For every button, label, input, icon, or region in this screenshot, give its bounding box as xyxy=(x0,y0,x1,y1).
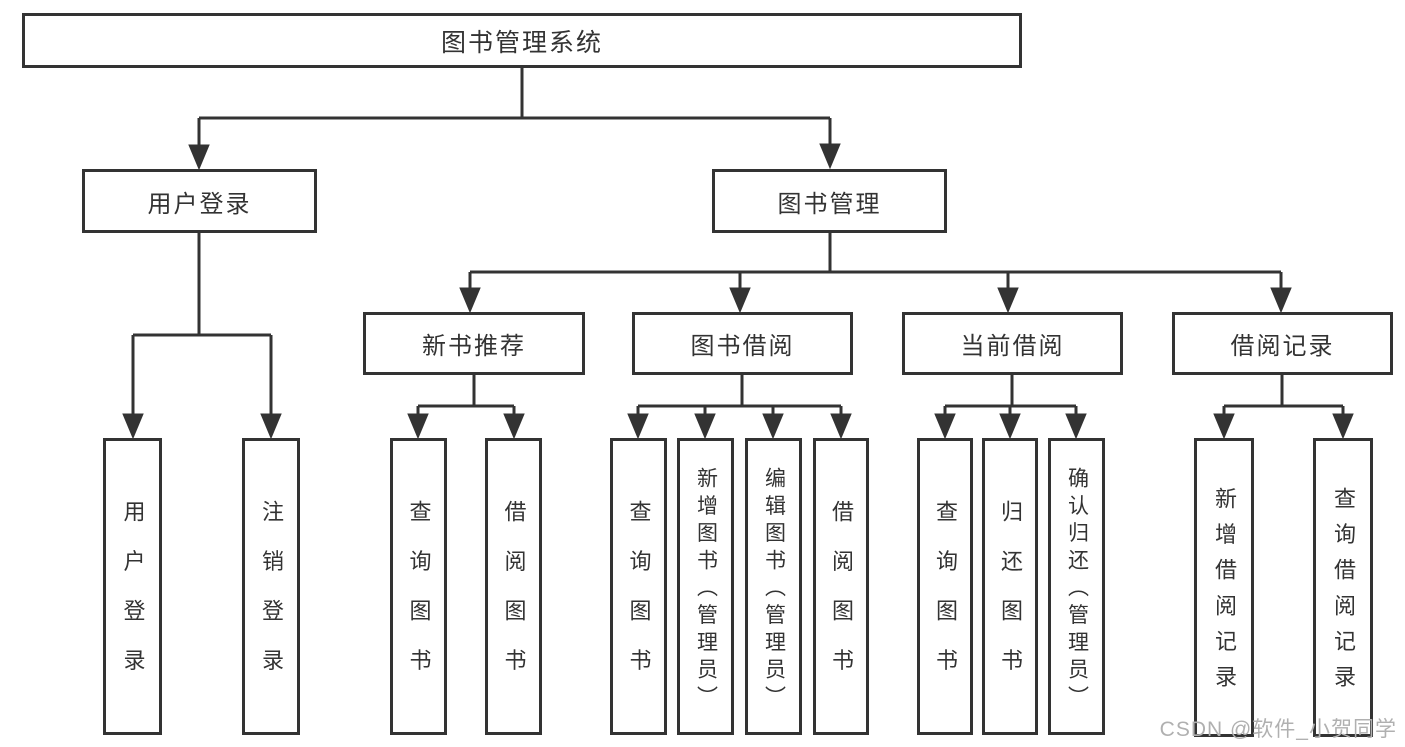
arrow-down-icon xyxy=(1270,287,1292,314)
leaf-query-books-current: 查询图书 xyxy=(917,438,973,735)
arrow-down-icon xyxy=(999,413,1021,440)
connector-path xyxy=(416,375,516,414)
leaf-add-borrow-record-label: 新增借阅记录 xyxy=(1212,486,1237,701)
leaf-add-books-admin-label: 新增图书（管理员） xyxy=(694,466,718,713)
arrow-down-icon xyxy=(627,413,649,440)
node-user-login-label: 用户登录 xyxy=(147,190,252,218)
leaf-add-borrow-record: 新增借阅记录 xyxy=(1194,438,1254,737)
connector-path xyxy=(1222,375,1345,414)
node-user-login: 用户登录 xyxy=(82,169,317,233)
arrow-down-icon xyxy=(122,413,144,440)
arrow-down-icon xyxy=(459,287,481,314)
leaf-edit-books-admin: 编辑图书（管理员） xyxy=(745,438,802,735)
arrow-down-icon xyxy=(694,413,716,440)
node-root-label: 图书管理系统 xyxy=(440,28,603,57)
connector-path xyxy=(943,375,1078,414)
leaf-user-login: 用户登录 xyxy=(103,438,162,735)
connector-path xyxy=(636,375,843,414)
leaf-logout: 注销登录 xyxy=(242,438,300,735)
leaf-add-books-admin: 新增图书（管理员） xyxy=(677,438,734,735)
leaf-borrow-books-newbook: 借阅图书 xyxy=(485,438,542,735)
leaf-logout-label: 注销登录 xyxy=(259,499,284,698)
leaf-borrow-books: 借阅图书 xyxy=(813,438,869,735)
arrow-down-icon xyxy=(934,413,956,440)
arrow-down-icon xyxy=(188,144,210,171)
arrow-down-icon xyxy=(762,413,784,440)
watermark: CSDN @软件_小贺同学 xyxy=(1159,718,1397,741)
leaf-return-books: 归还图书 xyxy=(982,438,1038,735)
node-root: 图书管理系统 xyxy=(22,13,1022,68)
leaf-user-login-label: 用户登录 xyxy=(120,499,146,698)
leaf-return-books-label: 归还图书 xyxy=(998,499,1023,698)
leaf-borrow-books-newbook-label: 借阅图书 xyxy=(501,499,527,698)
node-borrow-records: 借阅记录 xyxy=(1172,312,1393,375)
node-current-borrow: 当前借阅 xyxy=(902,312,1123,375)
node-book-borrow-label: 图书借阅 xyxy=(690,333,795,360)
leaf-query-books-current-label: 查询图书 xyxy=(933,499,958,698)
leaf-confirm-return-admin: 确认归还（管理员） xyxy=(1048,438,1105,735)
arrow-down-icon xyxy=(260,413,282,440)
arrow-down-icon xyxy=(1332,413,1354,440)
arrow-down-icon xyxy=(407,413,429,440)
arrow-down-icon xyxy=(1065,413,1087,440)
arrow-down-icon xyxy=(819,143,841,170)
connector-path xyxy=(131,233,273,414)
node-current-borrow-label: 当前借阅 xyxy=(960,333,1065,360)
arrow-down-icon xyxy=(503,413,525,440)
connector-path xyxy=(468,233,1283,288)
node-book-borrow: 图书借阅 xyxy=(632,312,853,375)
leaf-query-books-newbook: 查询图书 xyxy=(390,438,447,735)
leaf-query-books-borrow: 查询图书 xyxy=(610,438,667,735)
leaf-edit-books-admin-label: 编辑图书（管理员） xyxy=(762,466,786,713)
arrow-down-icon xyxy=(997,287,1019,314)
leaf-query-books-borrow-label: 查询图书 xyxy=(626,499,652,698)
connector-path xyxy=(197,68,832,145)
node-new-book-recommend-label: 新书推荐 xyxy=(422,333,526,360)
node-book-management: 图书管理 xyxy=(712,169,947,233)
arrow-down-icon xyxy=(729,287,751,314)
node-borrow-records-label: 借阅记录 xyxy=(1230,333,1335,360)
node-new-book-recommend: 新书推荐 xyxy=(363,312,585,375)
leaf-query-books-newbook-label: 查询图书 xyxy=(406,499,432,698)
arrow-down-icon xyxy=(830,413,852,440)
leaf-borrow-books-label: 借阅图书 xyxy=(829,499,854,698)
node-book-management-label: 图书管理 xyxy=(777,190,882,218)
leaf-query-borrow-record-label: 查询借阅记录 xyxy=(1331,486,1356,701)
leaf-confirm-return-admin-label: 确认归还（管理员） xyxy=(1065,466,1089,713)
leaf-query-borrow-record: 查询借阅记录 xyxy=(1313,438,1373,737)
arrow-down-icon xyxy=(1213,413,1235,440)
